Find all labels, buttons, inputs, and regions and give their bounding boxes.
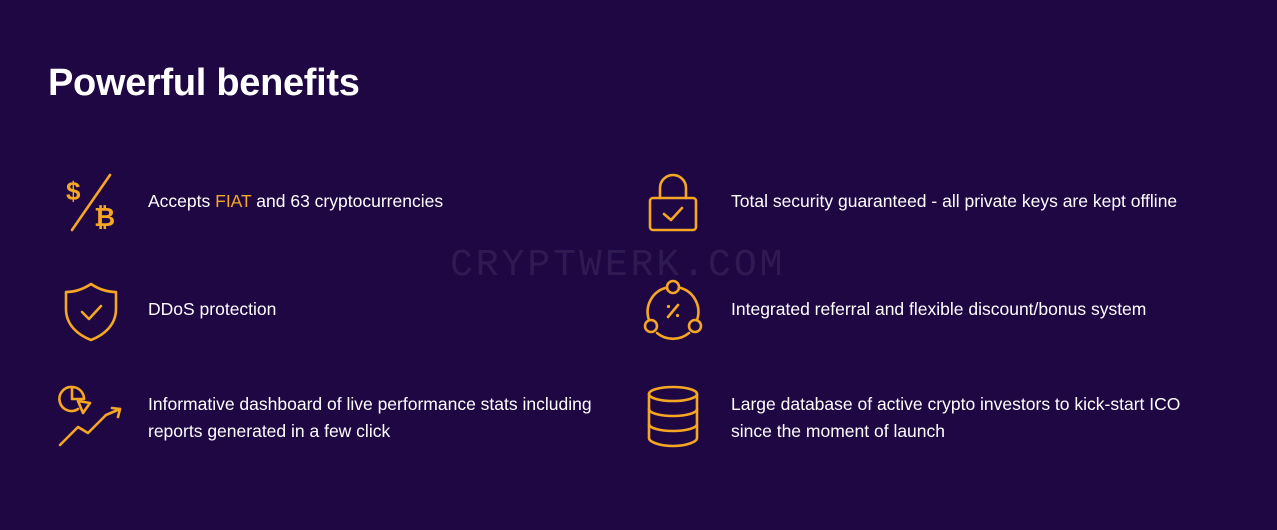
benefit-text-after: and 63 cryptocurrencies xyxy=(251,191,444,211)
benefit-text-referral: Integrated referral and flexible discoun… xyxy=(731,299,1147,319)
svg-text:₿: ₿ xyxy=(94,202,115,232)
benefit-text-ddos: DDoS protection xyxy=(148,299,277,319)
padlock-check-icon xyxy=(640,170,706,236)
fiat-highlight: FIAT xyxy=(215,191,252,211)
benefit-text-line-2: reports generated in a few click xyxy=(148,421,391,441)
benefit-text-line-1: Large database of active crypto investor… xyxy=(731,394,1181,414)
svg-text:$: $ xyxy=(66,176,81,206)
benefit-text-database: Large database of active crypto investor… xyxy=(731,391,1180,445)
benefit-text-before: Accepts xyxy=(148,191,216,211)
benefit-text-payments: Accepts FIAT and 63 cryptocurrencies xyxy=(148,188,443,215)
benefit-text-line-2: since the moment of launch xyxy=(731,421,946,441)
shield-check-icon xyxy=(58,279,124,345)
section-title: Powerful benefits xyxy=(48,62,360,104)
benefit-text-dashboard: Informative dashboard of live performanc… xyxy=(148,391,592,445)
benefit-text-line-1: Informative dashboard of live performanc… xyxy=(148,394,592,414)
dollar-bitcoin-icon: $ ₿ xyxy=(58,170,124,236)
benefit-text-security: Total security guaranteed - all private … xyxy=(731,191,1178,211)
watermark: CRYPTWERK.COM xyxy=(450,244,786,287)
referral-percent-icon xyxy=(640,278,706,344)
database-icon xyxy=(640,384,706,450)
dashboard-chart-icon xyxy=(56,383,122,449)
